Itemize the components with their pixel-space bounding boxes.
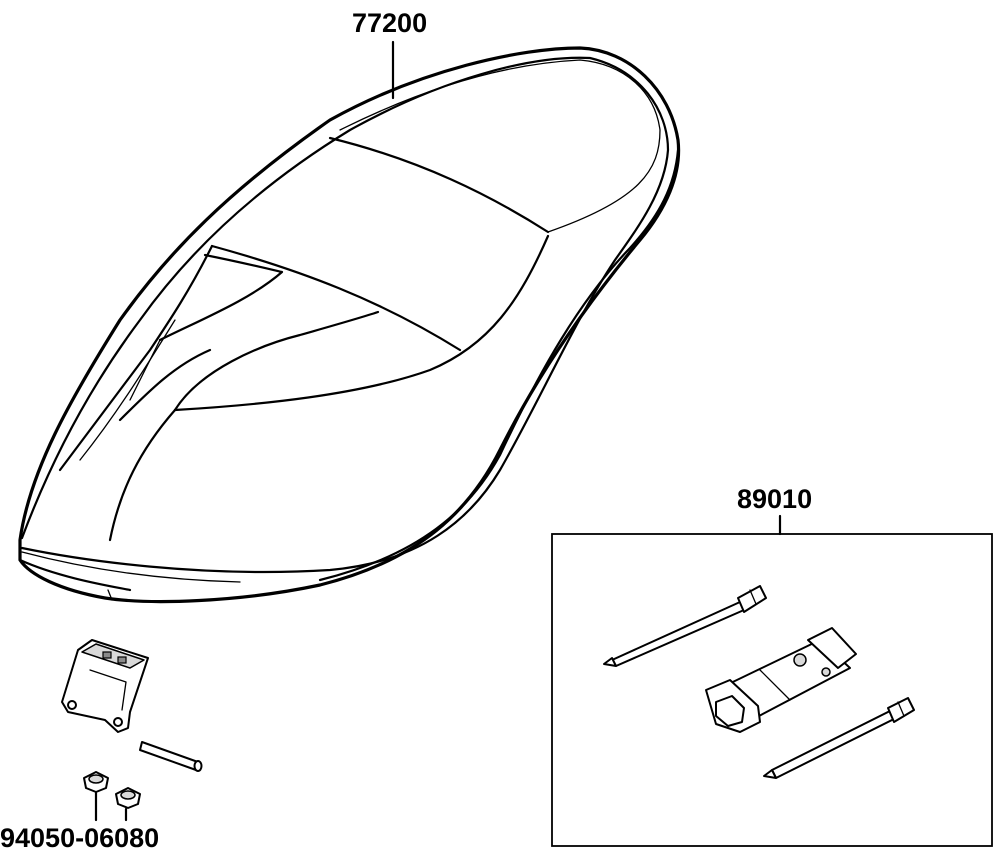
seat-rear-panel — [328, 136, 550, 234]
hinge-hole-2 — [113, 717, 123, 727]
seat-side-line — [318, 148, 680, 582]
pin-body — [139, 741, 199, 771]
hinge-top — [81, 643, 145, 669]
tool-kit-box — [551, 533, 993, 847]
bolt-top-1 — [88, 774, 104, 784]
part-number-bolt: 94050-06080 — [0, 823, 160, 853]
screwdriver-lower — [763, 697, 915, 779]
seat-front-panel — [173, 310, 380, 412]
hinge-slot-2 — [117, 656, 127, 664]
spanner-hole-2 — [821, 667, 831, 677]
tool-kit-group — [551, 514, 993, 847]
seat-nose-seam — [58, 244, 214, 472]
pin-end — [193, 760, 203, 772]
screwdriver-tip-2 — [763, 769, 777, 779]
seat-front-inner-2 — [129, 339, 161, 401]
screwdriver-upper — [603, 585, 767, 667]
seat-hinge-bracket — [61, 639, 149, 733]
hinge-pin — [139, 741, 203, 772]
part-number-seat: 77200 — [352, 8, 428, 38]
hinge-edge — [89, 669, 127, 711]
seat-base-band — [18, 558, 132, 592]
spanner-hex-inner — [715, 695, 745, 727]
bolt-top-2 — [120, 790, 136, 800]
seat-illustration — [18, 40, 681, 604]
screwdriver-tip-1 — [603, 657, 617, 667]
seat-base-tick — [107, 589, 113, 601]
seat-piping — [20, 56, 670, 574]
seat-rear-panel-edge — [339, 59, 661, 233]
spanner-end-right — [807, 627, 857, 669]
part-number-tool-kit: 89010 — [737, 484, 813, 514]
screwdriver-end-1 — [737, 585, 767, 613]
screwdriver-ring-2 — [897, 701, 905, 717]
screwdriver-shaft-2 — [771, 709, 897, 779]
hinge-slot — [102, 651, 112, 659]
seat-front-inner — [158, 253, 284, 342]
seat-underside — [108, 408, 177, 542]
spanner-crease — [759, 669, 791, 701]
seat-base-edge — [21, 551, 241, 583]
screwdriver-ring-1 — [749, 589, 757, 605]
seat-side-seam — [118, 348, 212, 422]
seat-outline — [18, 46, 681, 604]
hinge-hole — [67, 700, 77, 710]
spanner-hole — [793, 653, 807, 667]
box-spanner — [705, 627, 857, 733]
bolt-pair — [83, 771, 141, 822]
seat-front-seam — [173, 234, 550, 412]
seat-mid-seam — [210, 244, 462, 352]
screwdriver-shaft-1 — [611, 601, 745, 667]
seat-nose-seam-2 — [79, 319, 176, 461]
